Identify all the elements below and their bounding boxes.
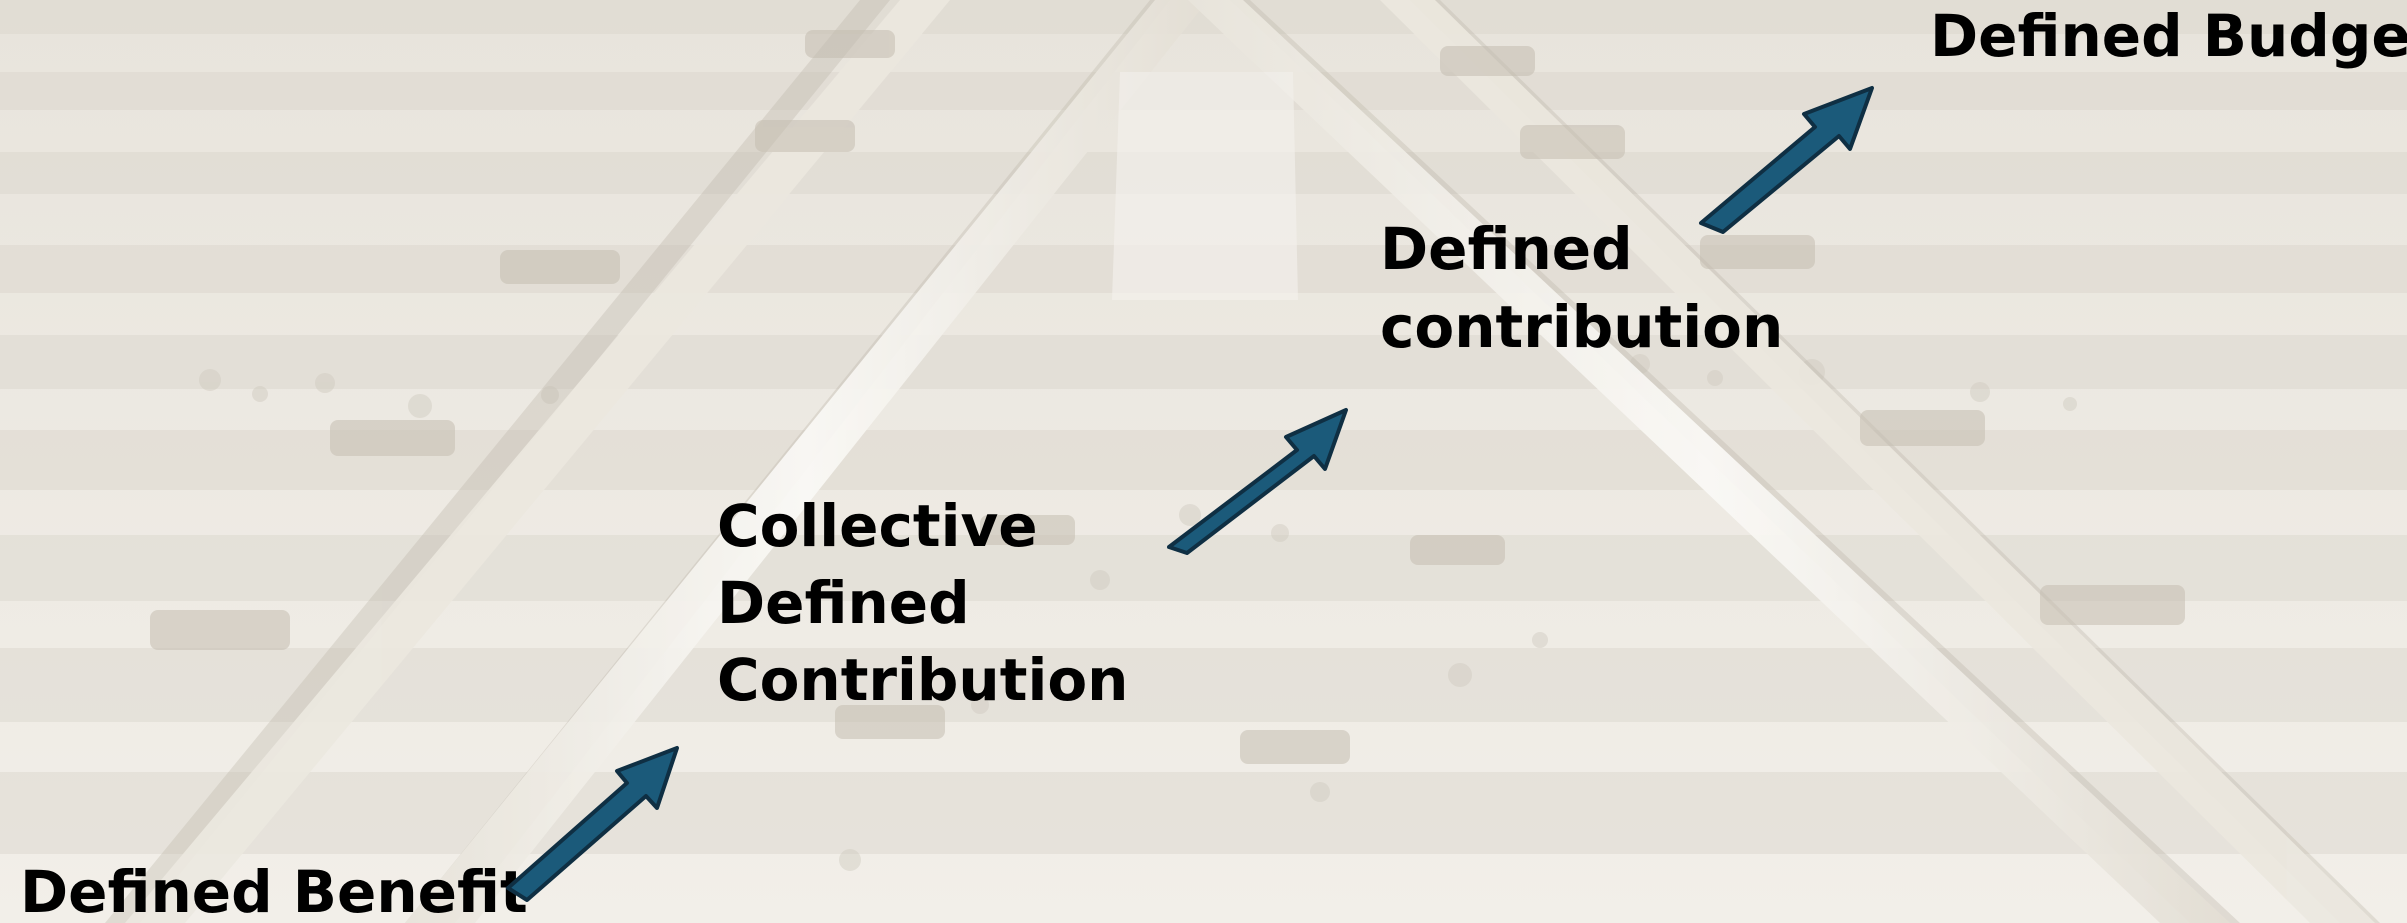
defined-budget-label: Defined Budget <box>1930 2 2407 70</box>
collective-line-3: Contribution <box>717 646 1129 714</box>
defined-contribution-line-1: Defined <box>1380 215 1633 283</box>
collective-defined-contribution-label: Collective Defined Contribution <box>717 488 1128 719</box>
defined-benefit-label: Defined Benefit <box>20 858 528 923</box>
collective-line-2: Defined <box>717 569 970 637</box>
fasteners <box>150 30 2185 764</box>
rails <box>125 0 2375 923</box>
defined-contribution-label: Defined contribution <box>1380 210 1783 366</box>
defined-contribution-line-2: contribution <box>1380 293 1784 361</box>
collective-line-1: Collective <box>717 492 1038 560</box>
